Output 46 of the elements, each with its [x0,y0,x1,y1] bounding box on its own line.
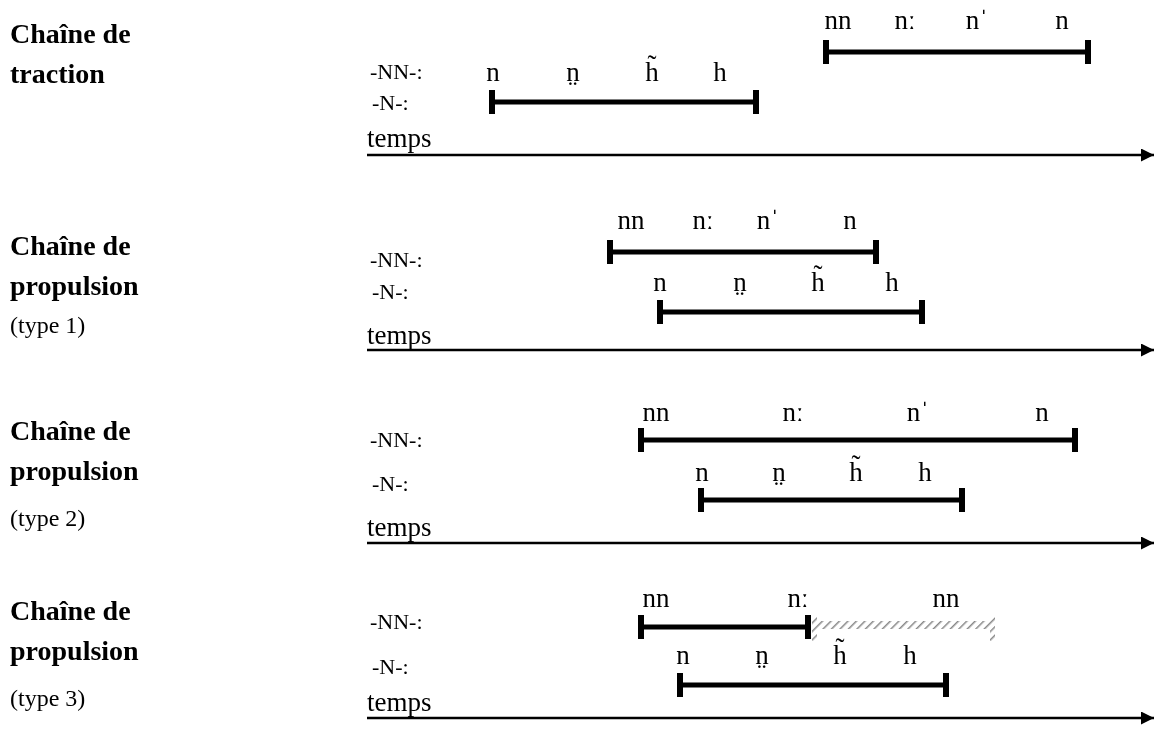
phonetic-symbol: n̤ [733,268,747,296]
phonetic-symbol: n [486,58,500,86]
phonetic-symbol: h [885,268,899,296]
phonetic-symbol: n̤ [566,58,580,86]
phonetic-symbol: n̤ [772,458,786,486]
axis-label: temps [367,513,432,541]
row-label: -N-: [372,92,409,114]
phonetic-symbol: nn [642,398,670,426]
phonetic-symbol: n [1055,6,1069,34]
phonetic-symbol: n [843,206,857,234]
row-label: -NN-: [370,429,423,451]
panel-title: Chaîne de propulsion [10,414,140,488]
type-note: (type 3) [10,686,86,710]
panel-title: Chaîne de traction [10,17,132,91]
panel-title: Chaîne de propulsion [10,229,140,303]
phonetic-symbol: h [713,58,727,86]
phonetic-symbol: h [918,458,932,486]
row-label: -N-: [372,473,409,495]
phonetic-symbol: nn [824,6,852,34]
phonetic-symbol: nˈ [906,398,930,426]
phonetic-symbol: n [695,458,709,486]
phonetic-symbol: n̤ [755,641,769,669]
phonetic-symbol: nː [692,206,714,234]
type-note: (type 2) [10,506,86,530]
row-label: -NN-: [370,61,423,83]
phonetic-symbol: n [676,641,690,669]
row-label: -N-: [372,656,409,678]
row-label: -N-: [372,281,409,303]
axis-label: temps [367,321,432,349]
phonetic-symbol: n [653,268,667,296]
axis-label: temps [367,124,432,152]
phonetic-symbol: nˈ [965,6,989,34]
phonetic-symbol: nn [617,206,645,234]
phonetic-symbol: nː [782,398,804,426]
phonetic-symbol: nn [932,584,960,612]
phonetic-symbol: nː [894,6,916,34]
axis-label: temps [367,688,432,716]
row-label: -NN-: [370,249,423,271]
phonetic-symbol: nn [642,584,670,612]
panel-title: Chaîne de propulsion [10,594,140,668]
phonetic-symbol: h [903,641,917,669]
type-note: (type 1) [10,313,86,337]
phonetic-symbol: n [1035,398,1049,426]
phonetic-symbol: nˈ [756,206,780,234]
row-label: -NN-: [370,611,423,633]
phonetic-symbol: nː [787,584,809,612]
